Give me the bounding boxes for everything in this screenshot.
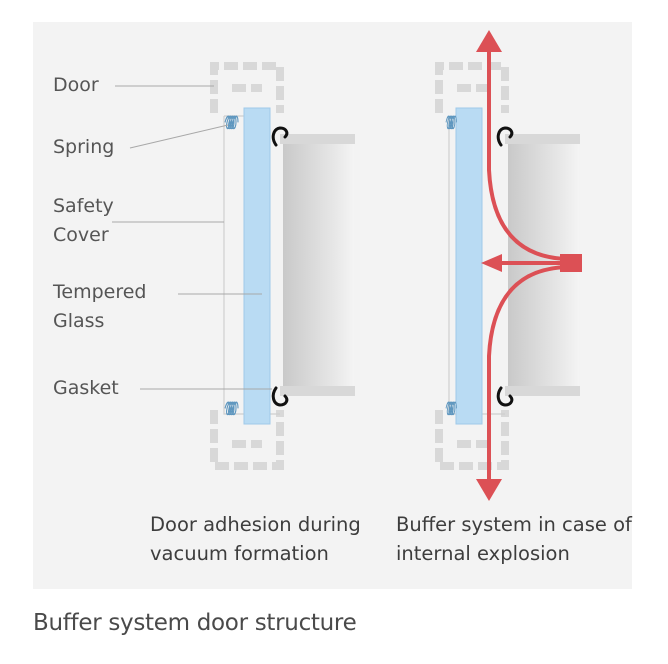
caption-right-line2: internal explosion bbox=[396, 542, 570, 565]
door-frame-top bbox=[210, 62, 284, 113]
chamber-flange-bottom bbox=[280, 386, 355, 396]
label-gasket: Gasket bbox=[53, 377, 119, 399]
figure-title: Buffer system door structure bbox=[33, 610, 357, 636]
door-frame-bottom bbox=[210, 410, 284, 470]
arrow-up-icon bbox=[476, 30, 502, 52]
gasket-icon bbox=[496, 386, 514, 407]
label-safety-cover-line2: Cover bbox=[53, 224, 109, 246]
caption-left-line2: vacuum formation bbox=[150, 542, 329, 565]
right-assembly bbox=[435, 30, 582, 501]
spring-icon bbox=[445, 401, 457, 415]
tempered-glass bbox=[455, 107, 483, 425]
gasket-icon bbox=[271, 126, 289, 147]
pressure-source bbox=[560, 254, 582, 272]
arrow-down-icon bbox=[476, 479, 502, 501]
chamber-flange-top bbox=[505, 134, 580, 144]
spring-icon bbox=[224, 115, 239, 129]
gasket-icon bbox=[271, 386, 289, 407]
spring-icon bbox=[224, 401, 239, 415]
label-safety-cover-line1: Safety bbox=[53, 195, 114, 217]
label-tempered-glass-line2: Glass bbox=[53, 310, 105, 332]
vacuum-chamber bbox=[283, 144, 354, 386]
arrow-left-icon bbox=[481, 254, 502, 272]
door-frame-bottom bbox=[435, 410, 509, 470]
label-leader-lines bbox=[112, 85, 272, 390]
left-assembly bbox=[210, 62, 355, 470]
tempered-glass bbox=[243, 107, 271, 425]
label-spring: Spring bbox=[53, 136, 115, 158]
label-tempered-glass-line1: Tempered bbox=[53, 281, 147, 303]
chamber-flange-top bbox=[280, 134, 355, 144]
spring-icon bbox=[445, 115, 457, 129]
gasket-icon bbox=[496, 126, 514, 147]
caption-right-line1: Buffer system in case of bbox=[396, 513, 632, 536]
door-frame-top bbox=[435, 62, 509, 113]
caption-left-line1: Door adhesion during bbox=[150, 513, 361, 536]
label-door: Door bbox=[53, 74, 99, 96]
chamber-flange-bottom bbox=[505, 386, 580, 396]
